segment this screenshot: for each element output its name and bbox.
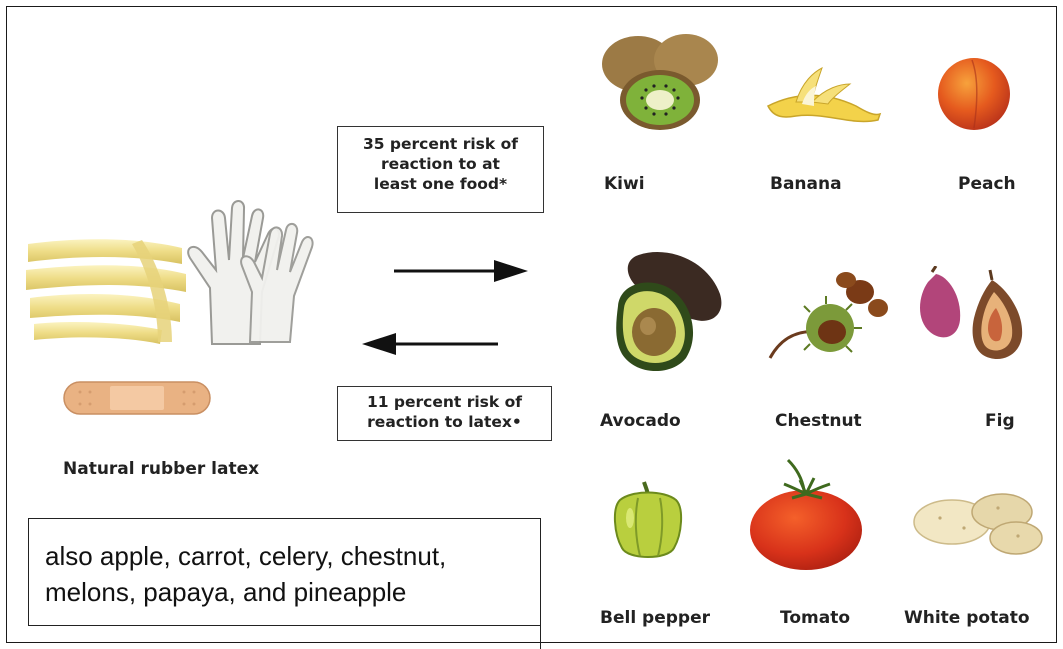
food-label: Bell pepper <box>600 608 710 628</box>
latex-tubing-icon <box>22 230 190 348</box>
kiwi-icon <box>596 30 724 134</box>
avocado-icon <box>596 246 728 378</box>
latex-risk-line: reaction to latex• <box>338 412 551 432</box>
tomato-icon <box>744 454 868 574</box>
food-label: Fig <box>985 411 1015 431</box>
chestnut-icon <box>766 262 894 372</box>
fig-icon <box>908 266 1038 366</box>
food-label: Chestnut <box>775 411 862 431</box>
divider-line <box>540 600 541 649</box>
additional-foods-note: also apple, carrot, celery, chestnut, me… <box>28 518 541 626</box>
white-potato-icon <box>906 482 1046 558</box>
food-risk-line: 35 percent risk of <box>338 134 543 154</box>
food-risk-line: reaction to at <box>338 154 543 174</box>
food-label: Tomato <box>780 608 850 628</box>
bell-pepper-icon <box>608 478 688 562</box>
latex-label: Natural rubber latex <box>63 459 259 479</box>
left-arrow-icon <box>360 331 500 357</box>
banana-icon <box>756 62 886 126</box>
food-risk-line: least one food* <box>338 174 543 194</box>
food-label: Kiwi <box>604 174 645 194</box>
food-label: Banana <box>770 174 842 194</box>
adhesive-bandage-icon <box>62 378 212 418</box>
note-line: also apple, carrot, celery, chestnut, <box>45 538 540 574</box>
peach-icon <box>932 50 1016 134</box>
food-label: Avocado <box>600 411 681 431</box>
rubber-glove-icon <box>172 196 320 346</box>
note-line: melons, papaya, and pineapple <box>45 574 540 610</box>
right-arrow-icon <box>392 258 530 284</box>
food-label: White potato <box>904 608 1030 628</box>
food-risk-box: 35 percent risk of reaction to at least … <box>337 126 544 213</box>
food-label: Peach <box>958 174 1016 194</box>
latex-risk-box: 11 percent risk of reaction to latex• <box>337 386 552 441</box>
latex-risk-line: 11 percent risk of <box>338 392 551 412</box>
